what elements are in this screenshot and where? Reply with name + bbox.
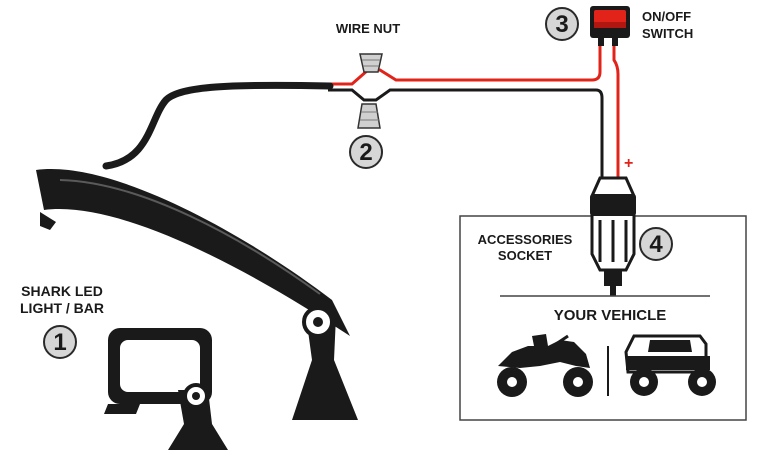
step-badge-switch: 3 <box>545 7 579 41</box>
vehicle-label: YOUR VEHICLE <box>554 307 667 324</box>
socket-plug-icon <box>590 176 636 296</box>
light-label-line1: SHARK LED <box>21 283 103 299</box>
light-label-line2: LIGHT / BAR <box>20 300 104 316</box>
atv-icon <box>497 334 593 397</box>
step-number: 2 <box>359 139 372 166</box>
step-number: 1 <box>53 329 66 356</box>
step-number: 3 <box>555 11 568 38</box>
wire-nut-label: WIRE NUT <box>336 21 400 36</box>
switch-label-line1: ON/OFF <box>642 9 691 24</box>
socket-label-line1: ACCESSORIES <box>478 232 573 247</box>
step-badge-light: 1 <box>43 325 77 359</box>
positive-sign: + <box>624 155 633 172</box>
led-light-bar-icon <box>36 169 358 420</box>
switch-label-line2: SWITCH <box>642 26 693 41</box>
step-number: 4 <box>649 231 663 258</box>
socket-label-line2: SOCKET <box>498 248 552 263</box>
ground-wire-to-socket <box>328 88 604 182</box>
wire-nut-icon <box>359 53 383 73</box>
light-bar-cable <box>102 81 334 170</box>
wire-nut-icon <box>357 103 381 129</box>
utv-icon <box>624 334 716 396</box>
step-badge-wire-nut: 2 <box>349 135 383 169</box>
positive-wire-to-socket <box>612 40 620 182</box>
rocker-switch-icon <box>590 6 630 46</box>
step-badge-socket: 4 <box>639 227 673 261</box>
led-pod-light-icon <box>104 328 228 450</box>
